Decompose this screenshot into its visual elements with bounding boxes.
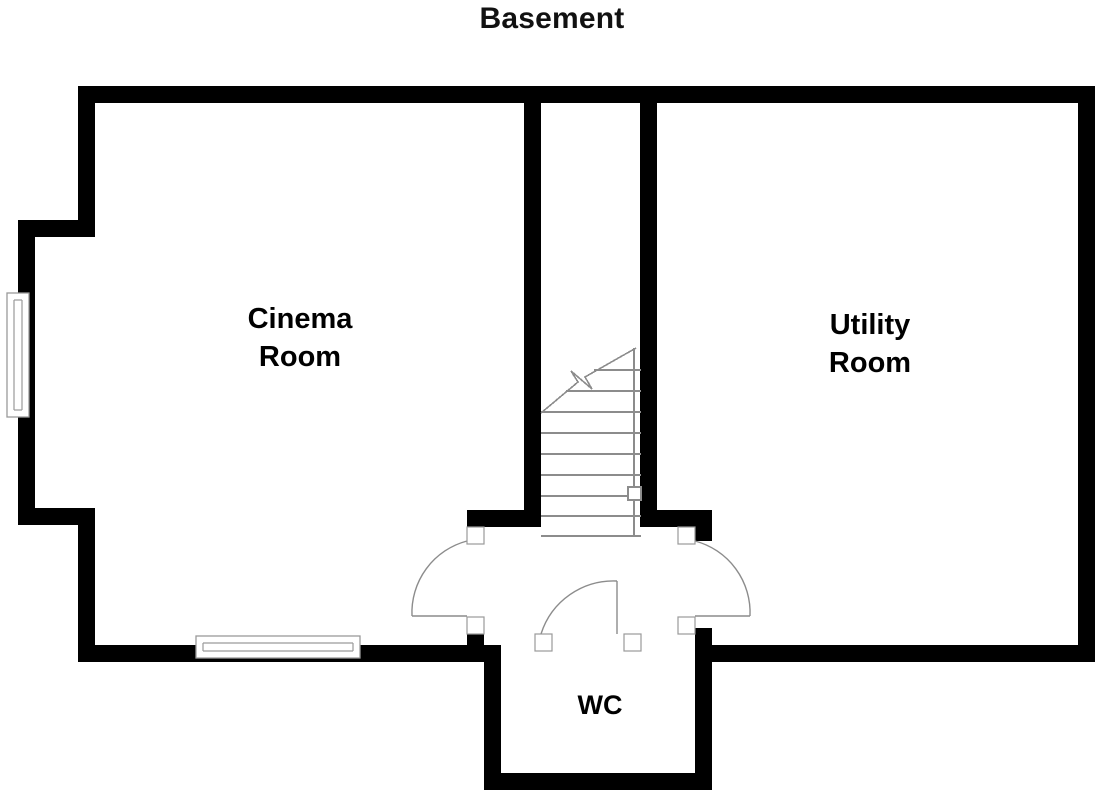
wall-landing-right-stub (640, 510, 712, 527)
windows-group (6, 292, 361, 659)
door-jamb-wc-right (623, 633, 642, 652)
wall-landing-right-jamb-return (695, 510, 712, 541)
page-title: Basement (479, 2, 625, 35)
door-swing-arc-wc (540, 580, 618, 635)
stair-newel-post (627, 486, 642, 501)
wall-south-left-of-wc (467, 628, 484, 662)
door-jamb-wc-left (534, 633, 553, 652)
door-to-wc[interactable] (534, 580, 642, 652)
door-to-utility-room[interactable] (677, 526, 751, 635)
doors-group (411, 526, 751, 652)
window-west-wall (6, 292, 30, 418)
door-to-cinema-room[interactable] (411, 526, 485, 635)
window-south-wall (195, 635, 361, 659)
wall-stairwell-left (524, 103, 541, 527)
door-swing-arc-cinema (411, 540, 468, 617)
staircase (540, 347, 642, 537)
exterior-wall-outline (18, 86, 1095, 790)
door-swing-arc-utility (694, 540, 751, 617)
wall-south-right-of-wc (695, 628, 712, 662)
door-jamb-cinema-bottom (466, 616, 485, 635)
door-jamb-utility-bottom (677, 616, 696, 635)
walls-group (18, 86, 1095, 790)
door-jamb-cinema-top (466, 526, 485, 545)
wall-landing-left-stub (467, 510, 541, 527)
stair-direction-line (540, 347, 637, 414)
window-south-frame (195, 635, 361, 659)
wall-stairwell-right (640, 103, 657, 527)
door-jamb-utility-top (677, 526, 696, 545)
window-west-frame (6, 292, 30, 418)
